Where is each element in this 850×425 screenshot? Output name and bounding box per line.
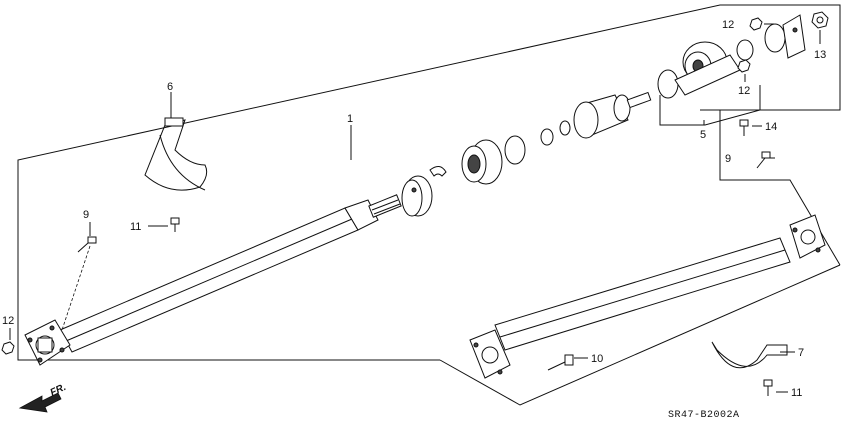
callout-12-left: 12 bbox=[2, 315, 14, 327]
bolt-11-upper bbox=[170, 217, 180, 232]
rear-joint-flange-top bbox=[764, 14, 806, 59]
rear-shaft-flange-right bbox=[789, 214, 826, 259]
assembly-outline-frame bbox=[17, 4, 841, 406]
front-flange-yoke bbox=[24, 319, 71, 366]
callout-13: 13 bbox=[814, 49, 826, 61]
nut-12-right bbox=[737, 59, 751, 73]
callout-12-right: 12 bbox=[738, 85, 750, 97]
snap-clip bbox=[429, 166, 447, 177]
rear-propeller-shaft bbox=[494, 237, 791, 351]
bolt-14 bbox=[739, 119, 749, 136]
bolt-9-right bbox=[756, 151, 771, 169]
callout-1: 1 bbox=[347, 113, 353, 125]
callout-14: 14 bbox=[765, 121, 777, 133]
bolt-11-lower bbox=[763, 379, 773, 396]
hanger-bracket-6 bbox=[144, 117, 208, 191]
callout-5: 5 bbox=[700, 129, 706, 141]
leader-lines bbox=[9, 23, 821, 393]
bracket-7 bbox=[711, 341, 788, 369]
bolt-9-left bbox=[77, 236, 97, 253]
nut-12-left bbox=[1, 341, 15, 355]
callout-11-upper: 11 bbox=[130, 221, 141, 233]
center-support-bearing bbox=[657, 39, 754, 99]
cv-joint-housing bbox=[461, 120, 571, 185]
bracket-outline-part-5 bbox=[659, 85, 761, 126]
callout-10: 10 bbox=[591, 353, 603, 365]
callout-labels: 1 5 6 7 9 9 10 11 11 12 12 12 13 14 bbox=[2, 19, 826, 399]
rubber-damper-disc bbox=[401, 175, 433, 217]
front-propeller-shaft bbox=[59, 194, 402, 353]
outer-joint-section bbox=[573, 91, 652, 139]
callout-9-right: 9 bbox=[725, 153, 731, 165]
callout-6: 6 bbox=[167, 81, 173, 93]
front-arrow-icon bbox=[18, 392, 62, 413]
bolt-10 bbox=[547, 354, 574, 371]
diagram-code: SR47-B2002A bbox=[668, 410, 740, 421]
callout-12-top: 12 bbox=[722, 19, 734, 31]
callout-9-left: 9 bbox=[83, 209, 89, 221]
rear-shaft-flange-left bbox=[469, 329, 511, 379]
callout-11-lower: 11 bbox=[791, 387, 802, 399]
self-locking-nut-13 bbox=[811, 11, 829, 29]
front-direction-indicator: FR. bbox=[18, 382, 68, 413]
nut-12-top bbox=[749, 17, 763, 31]
callout-7: 7 bbox=[798, 347, 804, 359]
front-label: FR. bbox=[49, 382, 68, 399]
